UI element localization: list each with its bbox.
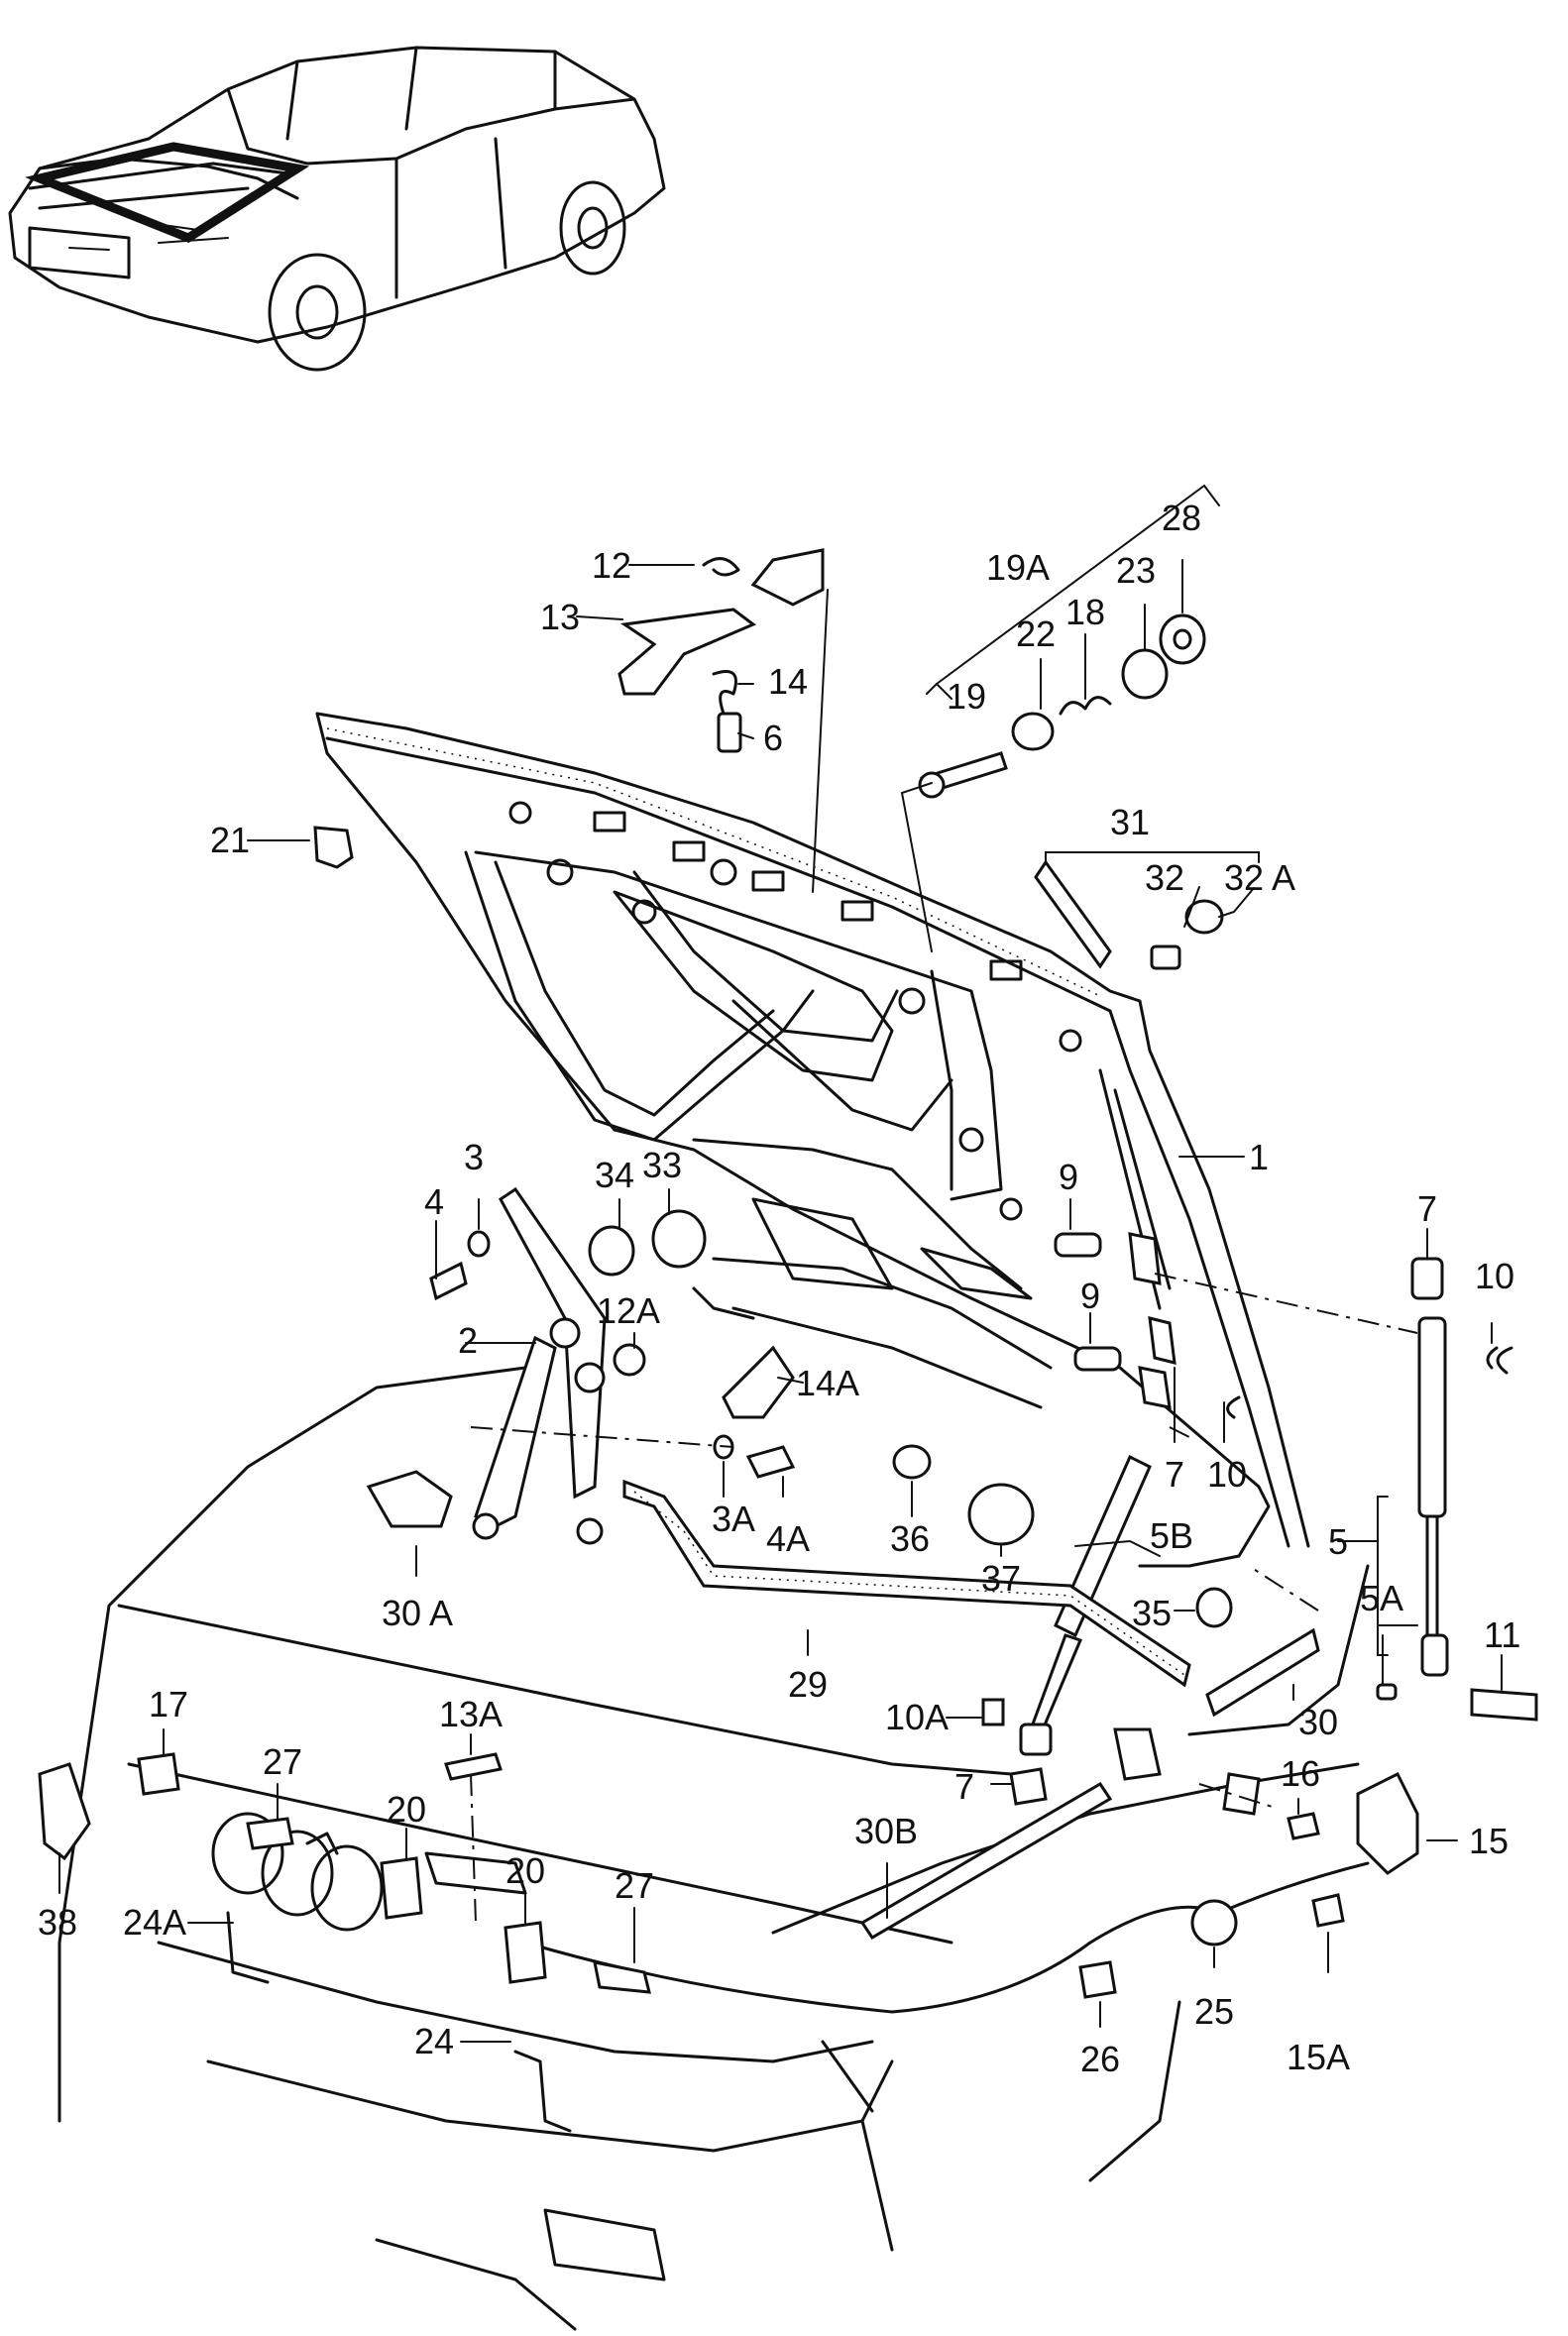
label-18: 18 bbox=[1065, 592, 1105, 632]
label-28: 28 bbox=[1162, 498, 1201, 538]
label-5A: 5A bbox=[1360, 1578, 1403, 1618]
label-2: 2 bbox=[458, 1320, 478, 1361]
label-24A: 24A bbox=[123, 1902, 186, 1943]
label-7c: 7 bbox=[954, 1766, 974, 1807]
parts bbox=[38, 548, 1538, 2133]
label-31: 31 bbox=[1110, 802, 1150, 842]
label-32: 32 bbox=[1145, 857, 1184, 898]
label-19: 19 bbox=[947, 676, 986, 717]
label-27a: 27 bbox=[263, 1741, 302, 1782]
label-10b: 10 bbox=[1207, 1454, 1247, 1495]
label-20a: 20 bbox=[387, 1789, 426, 1830]
label-25: 25 bbox=[1194, 1991, 1234, 2032]
label-30B: 30B bbox=[854, 1811, 918, 1851]
label-24: 24 bbox=[414, 2021, 454, 2061]
label-5B: 5B bbox=[1150, 1515, 1193, 1556]
label-33: 33 bbox=[642, 1145, 682, 1185]
label-6: 6 bbox=[763, 718, 783, 758]
label-19A: 19A bbox=[986, 547, 1050, 588]
label-17: 17 bbox=[149, 1684, 188, 1724]
label-14A: 14A bbox=[796, 1363, 859, 1403]
label-5: 5 bbox=[1328, 1521, 1348, 1562]
label-26: 26 bbox=[1080, 2039, 1120, 2079]
label-21: 21 bbox=[210, 820, 250, 860]
car-front-body bbox=[57, 1366, 1370, 2331]
label-10A: 10A bbox=[885, 1697, 949, 1737]
label-16: 16 bbox=[1281, 1753, 1320, 1794]
label-20b: 20 bbox=[505, 1850, 545, 1891]
label-1: 1 bbox=[1249, 1137, 1269, 1177]
label-14: 14 bbox=[768, 661, 808, 702]
label-22: 22 bbox=[1016, 613, 1056, 654]
label-12: 12 bbox=[592, 545, 631, 586]
hood-panel-icon bbox=[315, 712, 1310, 1568]
label-15A: 15A bbox=[1287, 2037, 1350, 2077]
label-35: 35 bbox=[1132, 1593, 1172, 1633]
label-11: 11 bbox=[1484, 1614, 1520, 1655]
label-7a: 7 bbox=[1417, 1188, 1437, 1229]
leader-lines bbox=[58, 484, 1503, 2043]
label-10a: 10 bbox=[1475, 1256, 1514, 1296]
label-9b: 9 bbox=[1080, 1276, 1100, 1316]
callout-labels: 1 2 3 3A 4 4A 5 5A 5B 6 7 7 7 9 9 10 10 … bbox=[38, 498, 1520, 2079]
label-4: 4 bbox=[424, 1181, 444, 1222]
label-13: 13 bbox=[540, 597, 580, 637]
label-3A: 3A bbox=[712, 1499, 755, 1539]
label-37: 37 bbox=[981, 1558, 1021, 1599]
label-32A: 32 A bbox=[1224, 857, 1295, 898]
label-36: 36 bbox=[890, 1518, 930, 1559]
label-12A: 12A bbox=[597, 1290, 660, 1331]
label-3: 3 bbox=[464, 1137, 484, 1177]
label-29: 29 bbox=[788, 1664, 828, 1705]
label-15: 15 bbox=[1469, 1821, 1509, 1861]
label-30: 30 bbox=[1298, 1702, 1338, 1742]
label-13A: 13A bbox=[439, 1694, 503, 1734]
label-38: 38 bbox=[38, 1902, 77, 1943]
label-27b: 27 bbox=[615, 1865, 654, 1906]
label-23: 23 bbox=[1116, 550, 1156, 591]
label-7b: 7 bbox=[1165, 1454, 1184, 1495]
label-4A: 4A bbox=[766, 1518, 810, 1559]
label-30A: 30 A bbox=[382, 1593, 453, 1633]
label-34: 34 bbox=[595, 1155, 634, 1195]
car-thumbnail-icon bbox=[8, 46, 666, 372]
label-9a: 9 bbox=[1059, 1157, 1078, 1197]
